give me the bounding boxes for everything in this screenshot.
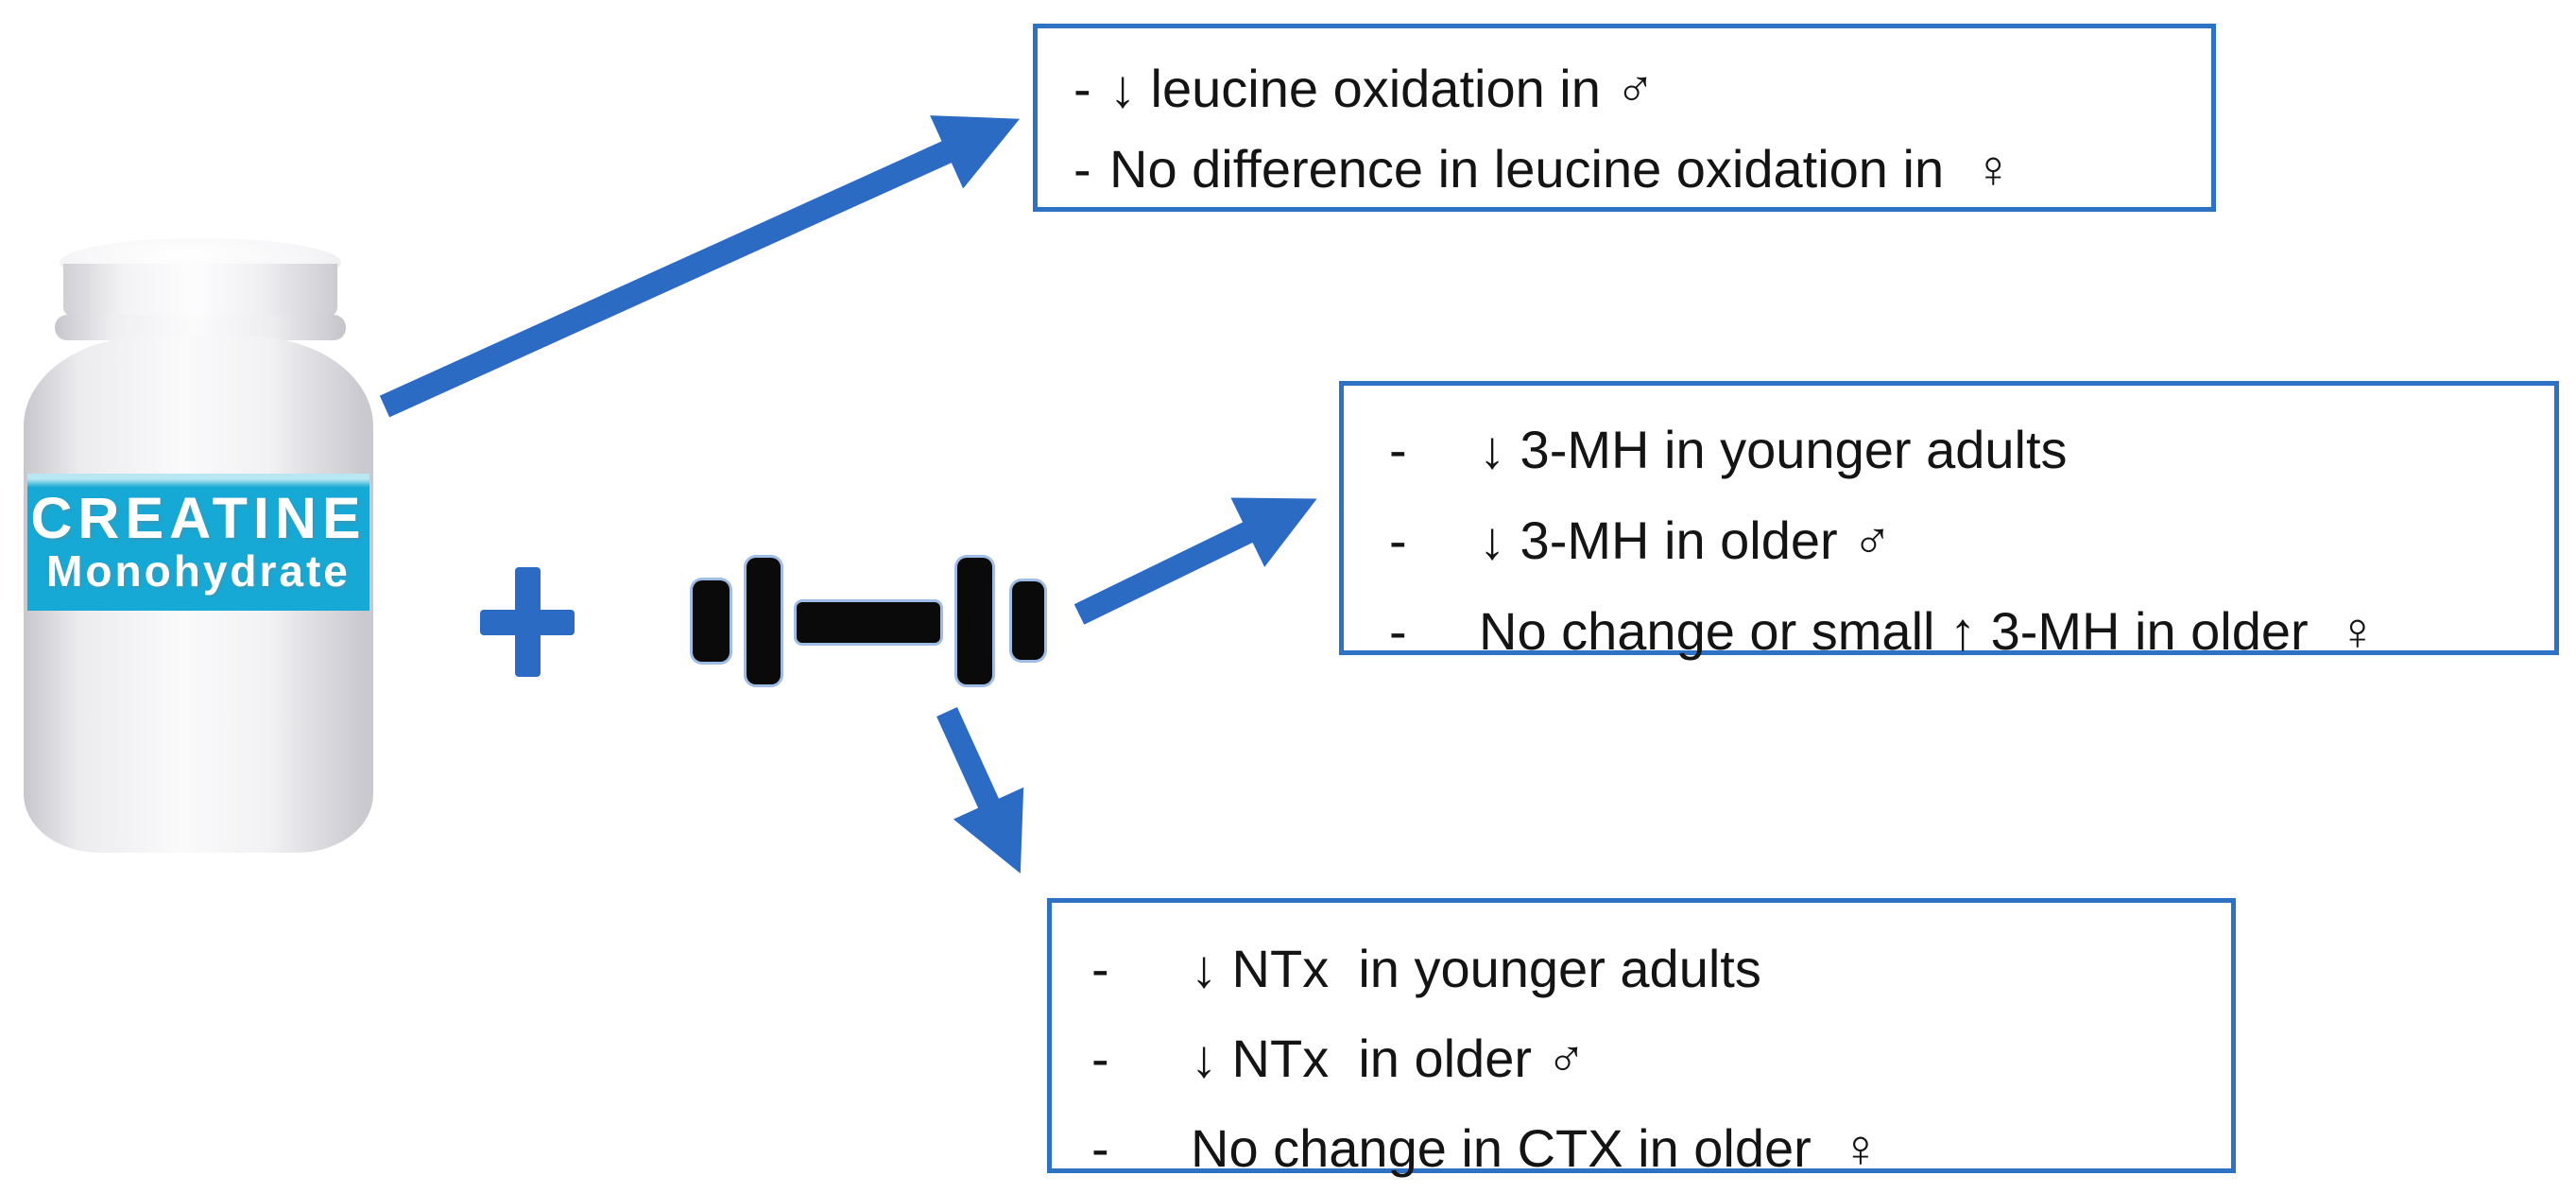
list-item: - No change or small ↑ 3-MH in older ♀	[1389, 605, 2541, 696]
dumbbell-small-plate-right	[1012, 581, 1044, 660]
item-text: ↓ NTx in younger adults	[1191, 939, 1761, 998]
list-item: - ↓ NTx in older ♂	[1091, 1032, 2218, 1122]
list-item: - ↓ 3-MH in younger adults	[1389, 424, 2541, 514]
bottle-label-title: CREATINE	[30, 486, 367, 551]
bullet-dash: -	[1389, 420, 1407, 479]
item-text: ↓ leucine oxidation in ♂	[1109, 59, 1656, 118]
list-item: - No change in CTX in older ♀	[1091, 1122, 2218, 1193]
bullet-dash: -	[1073, 139, 1091, 199]
dumbbell-handle	[797, 602, 940, 643]
dumbbell-large-plate-left	[747, 558, 781, 684]
bullet-dash: -	[1389, 601, 1407, 661]
creatine-bottle: CREATINE Monohydrate	[24, 238, 373, 853]
list-item: - ↓ 3-MH in older ♂	[1389, 514, 2541, 605]
dumbbell-large-plate-right	[957, 558, 992, 684]
outcome-box-leucine: - ↓ leucine oxidation in ♂ - No differen…	[1033, 24, 2216, 212]
list-item: - ↓ NTx in younger adults	[1091, 942, 2218, 1032]
bullet-dash: -	[1073, 59, 1091, 118]
outcome-box-3mh: - ↓ 3-MH in younger adults - ↓ 3-MH in o…	[1339, 381, 2559, 658]
bottle-cap	[63, 264, 337, 317]
item-text: ↓ 3-MH in younger adults	[1479, 420, 2068, 479]
item-text: ↓ 3-MH in older ♂	[1479, 510, 1893, 570]
list-item: - No difference in leucine oxidation in …	[1073, 143, 2198, 223]
list-item: - ↓ leucine oxidation in ♂	[1073, 62, 2198, 143]
item-text: No change in CTX in older ♀	[1191, 1118, 1880, 1178]
bullet-dash: -	[1091, 1118, 1109, 1178]
outcome-box-ntx: - ↓ NTx in younger adults - ↓ NTx in old…	[1047, 898, 2236, 1175]
item-text: No change or small ↑ 3-MH in older ♀	[1479, 601, 2378, 661]
bottle-label-subtitle: Monohydrate	[46, 546, 351, 596]
plus-icon	[480, 567, 575, 677]
item-text: No difference in leucine oxidation in ♀	[1109, 139, 2014, 199]
bullet-dash: -	[1091, 939, 1109, 998]
bullet-dash: -	[1091, 1029, 1109, 1088]
arrow-to-3mh-box	[1073, 497, 1317, 625]
bullet-dash: -	[1389, 510, 1407, 570]
bottle-cap-lip	[55, 315, 346, 340]
arrow-to-ntx-box	[936, 707, 1024, 873]
item-text: ↓ NTx in older ♂	[1191, 1029, 1587, 1088]
plus-horizontal-bar	[480, 610, 575, 635]
dumbbell-small-plate-left	[693, 580, 730, 662]
bottle-label: CREATINE Monohydrate	[27, 474, 369, 611]
arrow-to-leucine-box	[379, 115, 1021, 418]
